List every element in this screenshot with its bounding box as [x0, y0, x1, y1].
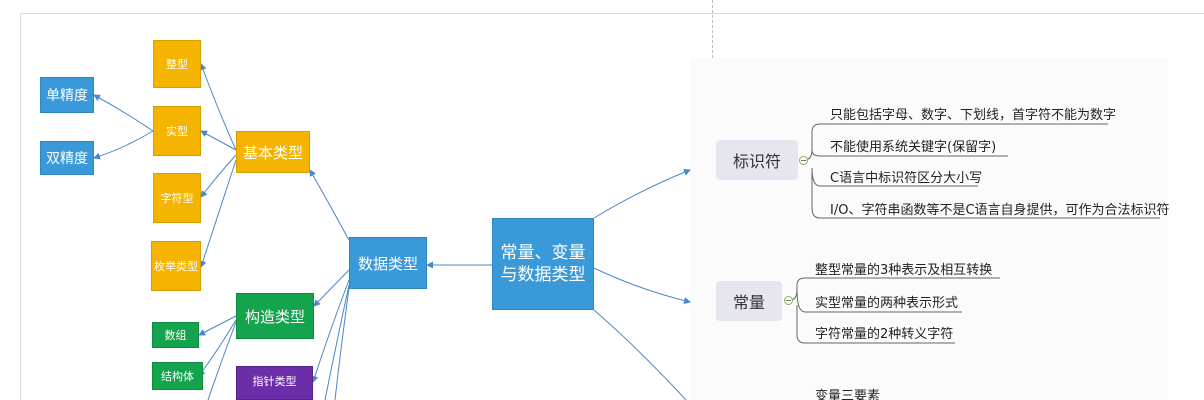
identifier-rule-1: 只能包括字母、数字、下划线，首字符不能为数字: [830, 108, 1117, 123]
identifier-rule-4: I/O、字符串函数等不是C语言自身提供，可作为合法标识符: [830, 203, 1170, 218]
link-datatypes-extra1: [324, 284, 350, 400]
link-center-variable: [593, 309, 687, 400]
constant-item-3: 字符常量的2种转义字符: [815, 327, 954, 342]
identifier-rule-3: C语言中标识符区分大小写: [830, 171, 983, 186]
construct-type-label: 构造类型: [244, 307, 305, 326]
construct-type-node[interactable]: 构造类型: [236, 293, 314, 339]
link-datatypes-extra2: [334, 287, 350, 400]
array-label: 数组: [164, 329, 187, 342]
constant-label: 常量: [732, 293, 765, 312]
frame-top-border: [20, 13, 1204, 14]
enum-label: 枚举类型: [154, 260, 198, 273]
char-label: 字符型: [160, 192, 194, 205]
pointer-type-label: 指针类型: [252, 375, 297, 388]
link-real-double: [93, 130, 154, 160]
pointer-type-node[interactable]: 指针类型: [236, 366, 313, 400]
link-datatypes-construct: [313, 269, 350, 307]
link-real-single: [93, 94, 154, 132]
identifier-label: 标识符: [732, 152, 781, 171]
datatypes-label: 数据类型: [357, 254, 418, 273]
link-datatypes-pointer: [311, 279, 350, 383]
bracket-constant: [789, 277, 1000, 301]
char-node[interactable]: 字符型: [153, 173, 201, 223]
center-label-2: 与数据类型: [500, 265, 586, 285]
identifier-collapse-icon[interactable]: [799, 156, 808, 165]
enum-node[interactable]: 枚举类型: [151, 241, 201, 291]
page-break-line: [712, 0, 713, 58]
struct-label: 结构体: [161, 370, 194, 383]
constant-collapse-icon[interactable]: [784, 296, 793, 305]
single-precision-label: 单精度: [46, 88, 88, 104]
single-precision-node[interactable]: 单精度: [40, 77, 94, 113]
double-precision-label: 双精度: [46, 151, 88, 167]
frame-left-border: [20, 13, 21, 400]
integer-node[interactable]: 整型: [153, 40, 201, 88]
link-basic-real: [200, 130, 237, 151]
double-precision-node[interactable]: 双精度: [40, 141, 94, 175]
link-center-constant: [593, 267, 691, 305]
integer-label: 整型: [166, 58, 188, 71]
link-basic-enum: [199, 159, 237, 268]
link-center-identifier: [593, 168, 691, 219]
identifier-node[interactable]: 标识符: [716, 140, 798, 180]
datatypes-node[interactable]: 数据类型: [349, 237, 427, 289]
link-basic-char: [200, 154, 237, 198]
real-node[interactable]: 实型: [153, 106, 201, 156]
center-label-1: 常量、变量: [500, 243, 586, 263]
struct-node[interactable]: 结构体: [152, 362, 203, 390]
link-basic-integer: [199, 63, 237, 151]
link-construct-struct: [198, 319, 237, 377]
constant-item-1: 整型常量的3种表示及相互转换: [815, 263, 993, 278]
basic-type-label: 基本类型: [242, 143, 303, 162]
constant-item-2: 实型常量的两种表示形式: [815, 296, 959, 311]
constant-node[interactable]: 常量: [716, 281, 782, 321]
link-construct-more: [207, 321, 237, 400]
variable-item-1: 变量三要素: [815, 389, 881, 400]
bracket-identifier: [803, 123, 1108, 161]
link-datatypes-basic: [309, 169, 350, 241]
basic-type-node[interactable]: 基本类型: [236, 131, 310, 173]
link-construct-array: [198, 315, 237, 336]
identifier-rule-2: 不能使用系统关键字(保留字): [830, 140, 997, 155]
real-label: 实型: [166, 125, 188, 138]
center-node[interactable]: 常量、变量 与数据类型: [492, 218, 594, 310]
array-node[interactable]: 数组: [152, 322, 199, 348]
